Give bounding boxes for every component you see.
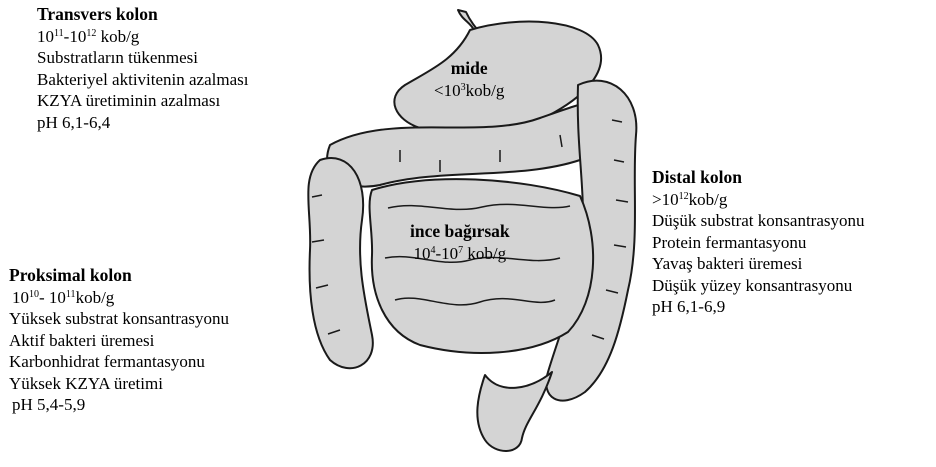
sigmoid-colon: [477, 372, 552, 451]
proksimal-kolon-line: Karbonhidrat fermantasyonu: [9, 351, 229, 373]
mide-title: mide: [434, 58, 504, 80]
mide-block: mide <103kob/g: [434, 58, 504, 101]
mide-count: <103kob/g: [434, 80, 504, 102]
proksimal-kolon-ph: pH 5,4-5,9: [9, 394, 229, 416]
ince-bagirsak-block: ince bağırsak 104-107 kob/g: [410, 221, 510, 264]
transvers-kolon-line: KZYA üretiminin azalması: [37, 90, 248, 112]
transvers-kolon-ph: pH 6,1-6,4: [37, 112, 248, 134]
proksimal-kolon-count: 1010- 1011kob/g: [9, 287, 229, 309]
transvers-kolon-count: 1011-1012 kob/g: [37, 26, 248, 48]
distal-kolon-title: Distal kolon: [652, 167, 864, 189]
transvers-kolon-line: Bakteriyel aktivitenin azalması: [37, 69, 248, 91]
distal-kolon-line: Protein fermantasyonu: [652, 232, 864, 254]
proksimal-kolon-line: Aktif bakteri üremesi: [9, 330, 229, 352]
proksimal-kolon-line: Yüksek substrat konsantrasyonu: [9, 308, 229, 330]
distal-kolon-count: >1012kob/g: [652, 189, 864, 211]
distal-kolon-ph: pH 6,1-6,9: [652, 296, 864, 318]
proksimal-kolon-block: Proksimal kolon 1010- 1011kob/g Yüksek s…: [9, 265, 229, 416]
distal-kolon-line: Düşük substrat konsantrasyonu: [652, 210, 864, 232]
proksimal-kolon-title: Proksimal kolon: [9, 265, 229, 287]
ince-bagirsak-count: 104-107 kob/g: [410, 243, 510, 265]
distal-kolon-line: Yavaş bakteri üremesi: [652, 253, 864, 275]
ince-bagirsak-title: ince bağırsak: [410, 221, 510, 243]
ascending-colon: [308, 158, 373, 368]
transvers-kolon-title: Transvers kolon: [37, 4, 248, 26]
distal-kolon-block: Distal kolon >1012kob/g Düşük substrat k…: [652, 167, 864, 318]
transvers-kolon-block: Transvers kolon 1011-1012 kob/g Substrat…: [37, 4, 248, 133]
proksimal-kolon-line: Yüksek KZYA üretimi: [9, 373, 229, 395]
transvers-kolon-line: Substratların tükenmesi: [37, 47, 248, 69]
distal-kolon-line: Düşük yüzey konsantrasyonu: [652, 275, 864, 297]
